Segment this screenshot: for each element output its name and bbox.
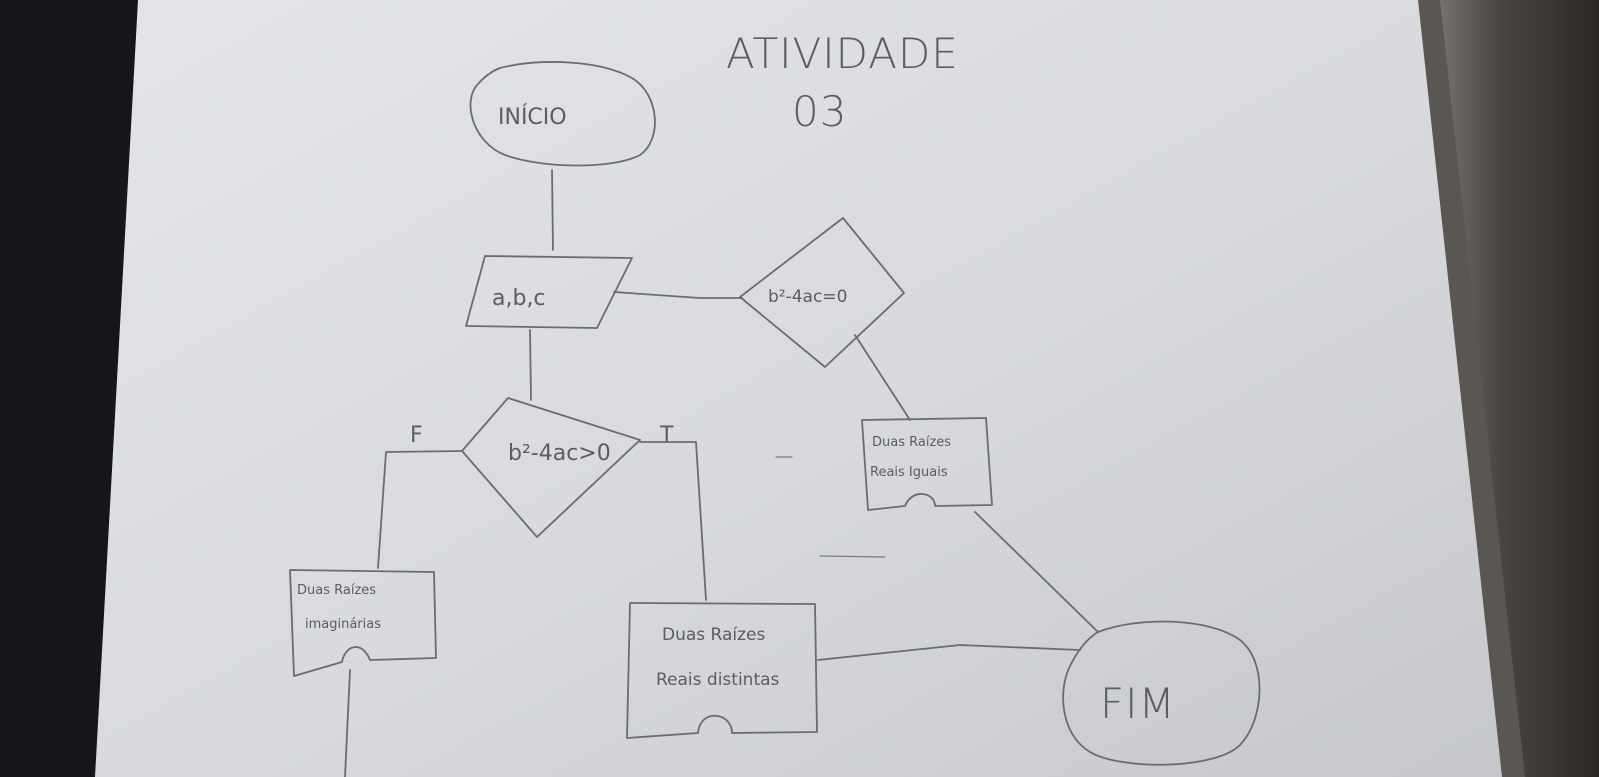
- subtitle-text: 03: [792, 87, 847, 136]
- connector-zero-equal: [854, 334, 911, 421]
- decision-zero-diamond: b²-4ac=0: [739, 217, 905, 368]
- equal-line2: Reais Iguais: [870, 465, 948, 480]
- output-distinct-roots: Duas Raízes Reais distintas: [626, 602, 818, 739]
- decision-main-label: b²-4ac>0: [508, 441, 611, 466]
- title-text: ATIVIDADE: [726, 29, 959, 78]
- decision-main-diamond: b²-4ac>0: [461, 397, 641, 538]
- decision-zero-label: b²-4ac=0: [768, 287, 847, 307]
- equal-line1: Duas Raízes: [872, 435, 951, 450]
- connector-false-branch: [377, 450, 463, 569]
- connector-input-decision-main: [529, 329, 532, 401]
- start-label: INÍCIO: [498, 104, 567, 130]
- connector-equal-end: [974, 511, 1099, 633]
- output-equal-roots: Duas Raízes Reais Iguais: [861, 417, 993, 511]
- connector-start-input: [551, 169, 554, 251]
- distinct-line2: Reais distintas: [656, 670, 780, 690]
- end-label: FIM: [1100, 679, 1176, 728]
- background-frame: [1430, 0, 1599, 777]
- connector-true-branch: [639, 441, 707, 601]
- connector-imaginary-down: [344, 669, 351, 777]
- input-parallelogram: a,b,c: [465, 255, 633, 329]
- frame-edge: [1412, 0, 1525, 777]
- connector-input-decision-zero: [613, 291, 743, 299]
- paper-sheet: [95, 0, 1502, 777]
- start-terminator: INÍCIO: [469, 61, 656, 167]
- output-imaginary-roots: Duas Raízes imaginárias: [289, 569, 437, 677]
- branch-false-label: F: [410, 423, 423, 448]
- stray-mark-2: [819, 555, 886, 558]
- imag-line1: Duas Raízes: [297, 583, 376, 598]
- distinct-line1: Duas Raízes: [662, 625, 766, 645]
- branch-true-label: T: [659, 423, 674, 448]
- imag-line2: imaginárias: [305, 617, 381, 632]
- connector-distinct-end: [817, 644, 1081, 661]
- input-label: a,b,c: [492, 286, 546, 311]
- end-terminator: FIM: [1062, 620, 1261, 766]
